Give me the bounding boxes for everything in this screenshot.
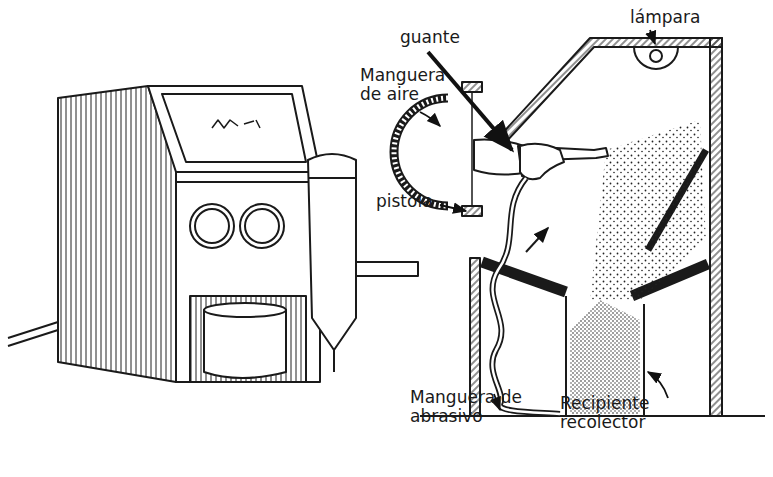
front-band <box>176 181 320 183</box>
collector-leg <box>333 350 335 372</box>
cabinet-window <box>162 94 306 162</box>
window-scribble <box>212 120 260 128</box>
leader-line <box>440 205 466 211</box>
cabinet-window-frame <box>148 86 320 172</box>
abrasive-hose-core <box>492 178 560 414</box>
air-hose-hatch <box>394 98 448 206</box>
port-edge <box>471 92 473 206</box>
drum-top <box>204 303 286 317</box>
leader-line <box>650 30 655 44</box>
air-hose <box>394 98 448 206</box>
floor-line <box>8 322 58 346</box>
glove-port <box>240 204 284 248</box>
cabinet-front <box>176 172 320 382</box>
cabinet-side <box>58 86 176 382</box>
part-label: Manguera de aire <box>360 66 460 104</box>
cabinet-exterior <box>8 86 418 382</box>
leader-line <box>648 372 668 398</box>
right-wall <box>710 38 722 416</box>
port-ring-top <box>462 82 482 92</box>
part-label: Recipiente recolector <box>560 394 680 432</box>
part-label: Manguera de abrasivo <box>410 388 522 426</box>
dust-collector <box>308 154 356 350</box>
cabinet-section <box>394 38 765 416</box>
abrasive-hose <box>492 178 560 414</box>
glove-port-inner <box>245 209 279 243</box>
glove-port-inner <box>195 209 229 243</box>
part-label: guante <box>400 28 480 47</box>
duct-pipe <box>356 262 418 276</box>
abrasive-spray <box>590 120 706 300</box>
base-opening <box>190 296 306 382</box>
leader-line <box>420 112 440 126</box>
glove-hand <box>520 144 564 179</box>
collector-band <box>308 177 356 179</box>
part-label: lámpara <box>630 8 720 27</box>
glove-port <box>190 204 234 248</box>
lamp-shade <box>634 47 678 69</box>
flow-arrow <box>526 228 548 252</box>
lamp-bulb <box>650 50 662 62</box>
leader-lines <box>420 30 668 410</box>
part-label: pistola <box>376 192 456 211</box>
